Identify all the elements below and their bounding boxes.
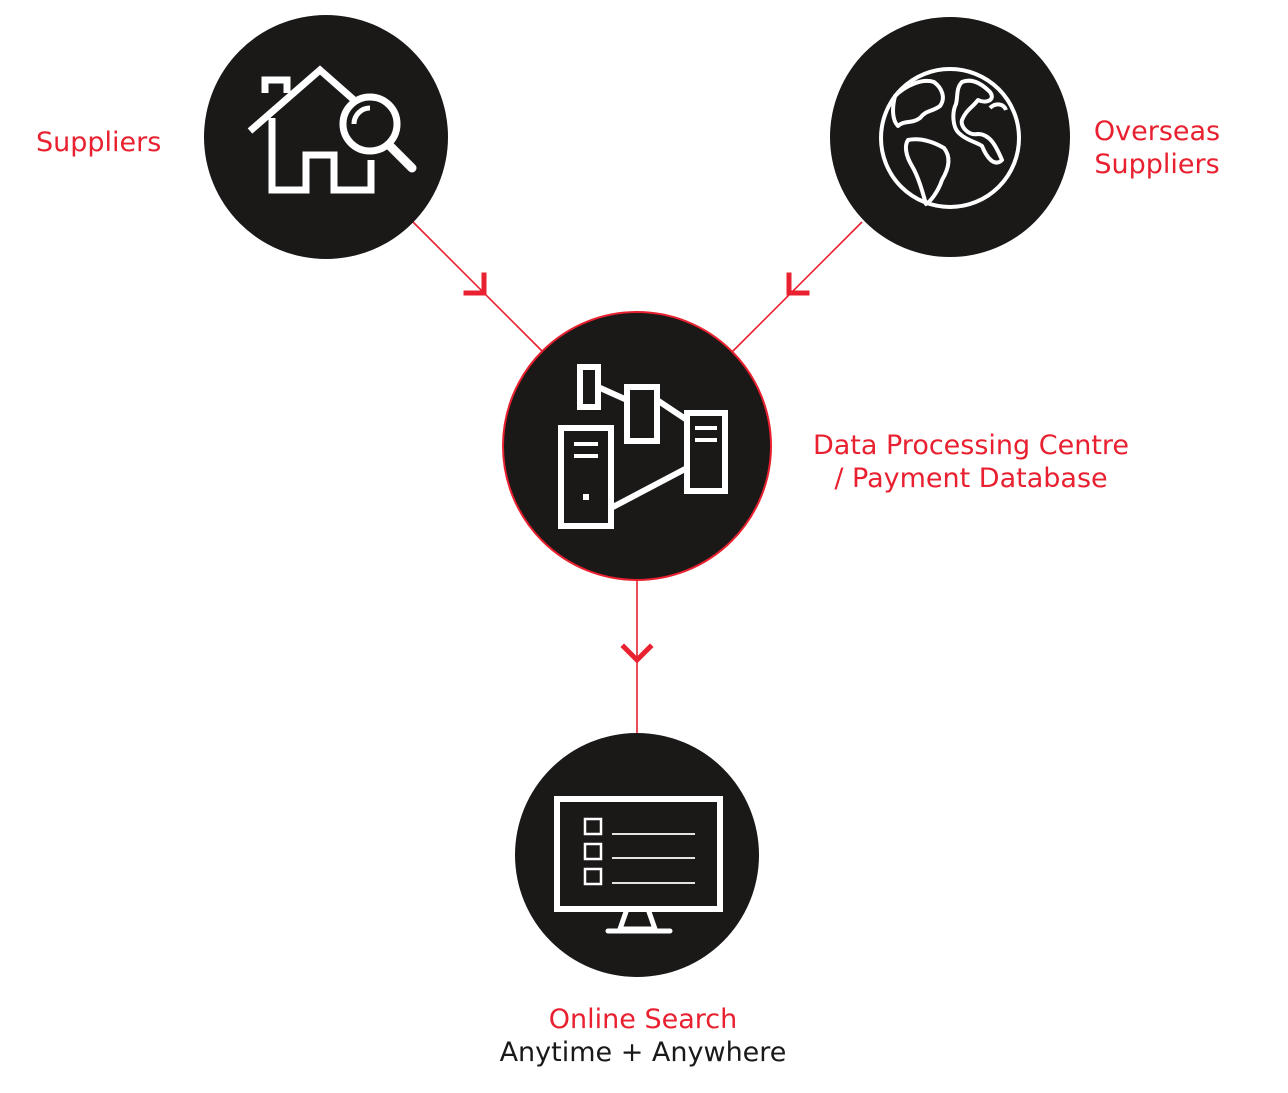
node-online [515,733,759,977]
label-suppliers: Suppliers [36,126,161,159]
edge-overseas-to-processing [731,221,863,353]
server-network-icon [558,364,728,529]
node-online-circle [515,733,759,977]
label-overseas-line-1: Overseas [1093,116,1221,147]
node-overseas-circle [830,17,1070,257]
edge-suppliers-to-processing [412,221,544,353]
node-processing [502,311,772,581]
node-overseas [830,17,1070,257]
label-processing: Data Processing Centre / Payment Databas… [796,429,1146,495]
house-search-icon [247,65,417,194]
node-suppliers-circle [204,15,448,259]
label-processing-line-2: / Payment Database [834,463,1108,494]
node-processing-circle [502,311,772,581]
label-suppliers-line: Suppliers [36,127,162,158]
label-online-sublabel: Anytime + Anywhere [499,1037,787,1068]
arrowhead-online [620,643,654,664]
arrowhead-suppliers [463,272,487,296]
monitor-checklist-icon [554,796,723,934]
label-online: Online Search Anytime + Anywhere [493,1003,793,1069]
arrowheads [463,272,810,664]
arrowhead-overseas [786,272,810,296]
node-suppliers [204,15,448,259]
label-online-title: Online Search [548,1004,738,1035]
label-overseas: Overseas Suppliers [1086,115,1228,181]
label-processing-line-1: Data Processing Centre [812,430,1130,461]
label-overseas-line-2: Suppliers [1094,149,1220,180]
globe-icon [879,67,1021,209]
